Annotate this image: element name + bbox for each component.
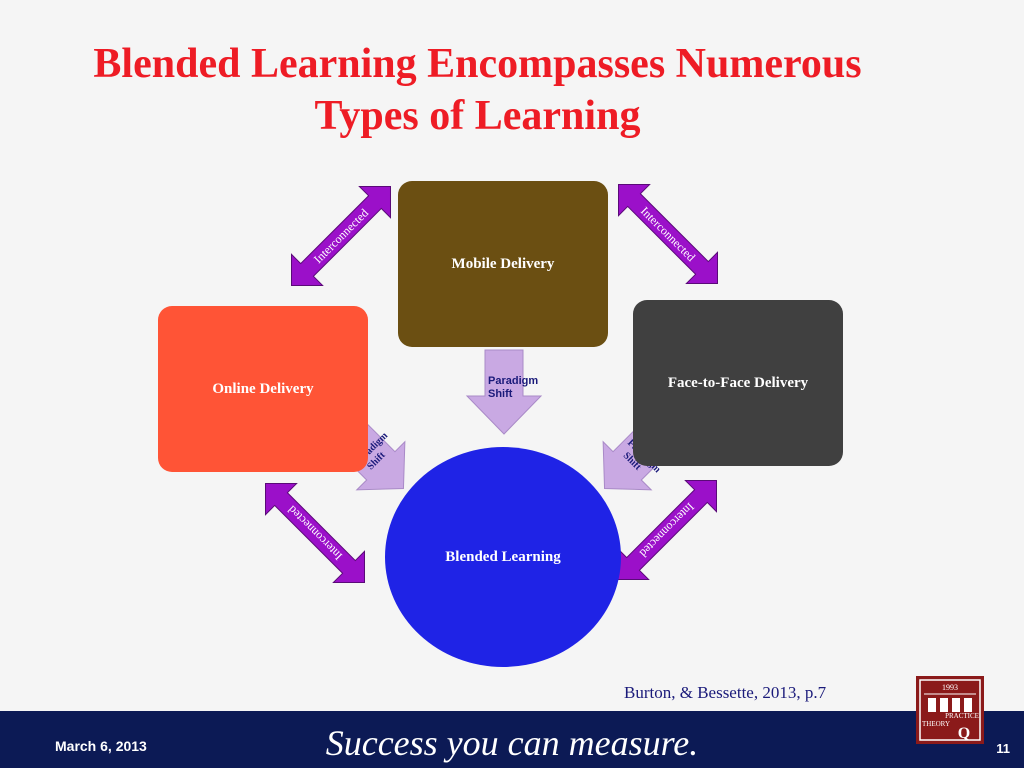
mobile-delivery-box: Mobile Delivery: [398, 181, 608, 347]
blended-learning-label: Blended Learning: [445, 548, 561, 565]
paradigm-label-center: Paradigm: [488, 375, 538, 387]
interconnected-label-top-right: Interconnected: [638, 204, 698, 264]
slide-title: Blended Learning Encompasses Numerous Ty…: [0, 38, 955, 142]
face-to-face-delivery-box: Face-to-Face Delivery: [633, 300, 843, 466]
interconnected-arrow-top-right: Interconnected: [602, 168, 734, 300]
footer-date: March 6, 2013: [55, 738, 147, 754]
shift-label-center: Shift: [488, 388, 513, 400]
footer-slogan: Success you can measure.: [325, 723, 699, 763]
paradigm-shift-arrow-center: Paradigm Shift: [465, 349, 543, 435]
page-number: 11: [996, 741, 1010, 756]
face-to-face-delivery-label: Face-to-Face Delivery: [667, 374, 809, 391]
logo-letter: Q: [958, 725, 970, 742]
online-delivery-label: Online Delivery: [212, 380, 314, 397]
citation: Burton, & Bessette, 2013, p.7: [624, 683, 827, 702]
interconnected-label-top-left: Interconnected: [311, 206, 371, 266]
mobile-delivery-label: Mobile Delivery: [451, 255, 555, 272]
online-delivery-box: Online Delivery: [158, 306, 368, 472]
theory-practice-logo: 1993 PRACTICE THEORY Q: [916, 676, 984, 744]
interconnected-arrow-top-left: Interconnected: [275, 170, 407, 302]
logo-year: 1993: [942, 683, 958, 692]
interconnected-label-bottom-left: Interconnected: [285, 503, 345, 563]
logo-theory: THEORY: [922, 720, 950, 728]
footer-bar: March 6, 2013 Success you can measure. 1…: [0, 711, 1024, 768]
slide-title-line1: Blended Learning Encompasses Numerous: [93, 41, 862, 87]
slide-title-line2: Types of Learning: [314, 93, 641, 139]
logo-practice: PRACTICE: [945, 712, 979, 720]
blended-learning-circle: Blended Learning: [385, 447, 621, 667]
interconnected-label-bottom-right: Interconnected: [637, 500, 697, 560]
